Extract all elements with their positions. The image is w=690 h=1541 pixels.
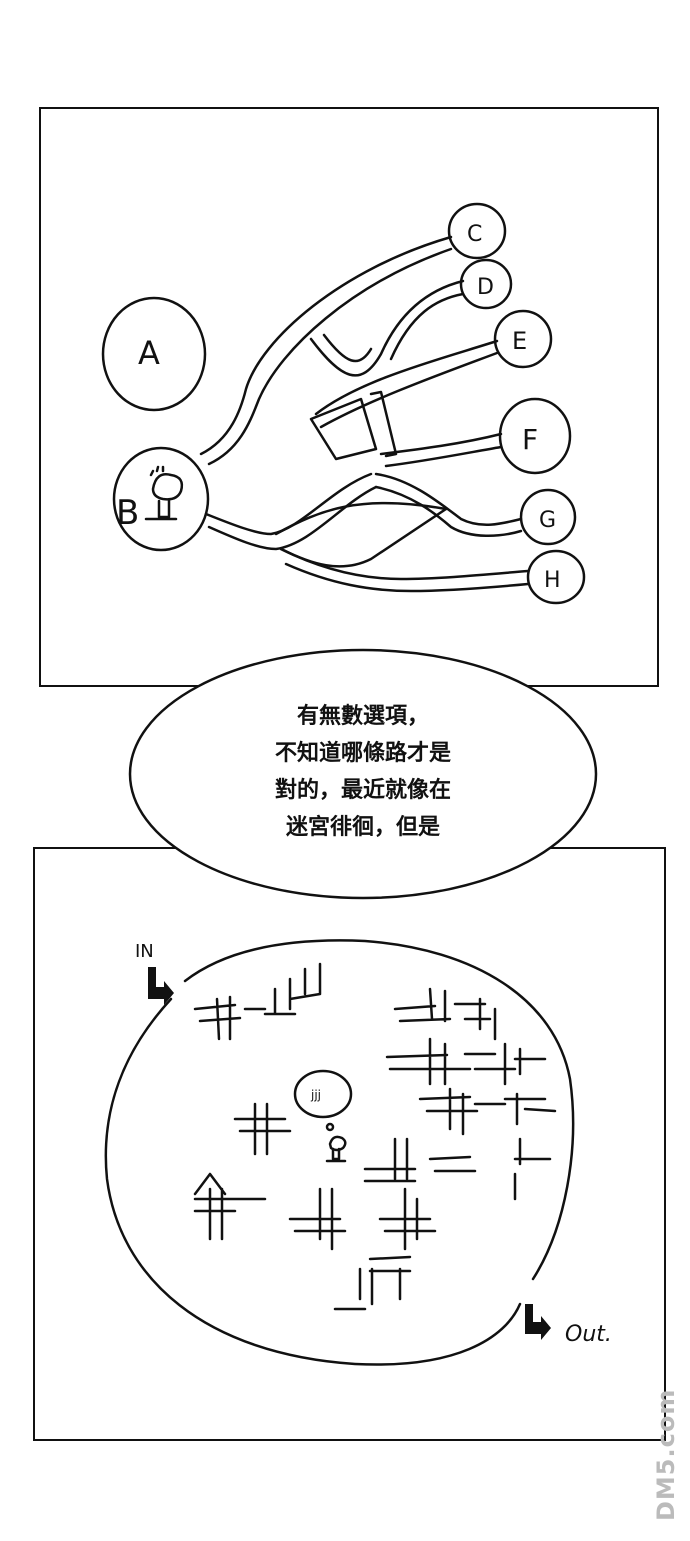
top-comic-panel: A B C D E F G H <box>39 107 659 687</box>
label-c: C <box>467 222 482 247</box>
entrance-arrow-icon <box>148 967 174 1005</box>
circle-d <box>459 258 513 310</box>
thought-dot <box>325 1122 335 1132</box>
speech-bubble <box>128 648 598 900</box>
bubble-line-4: 迷宮徘徊，但是 <box>285 815 440 840</box>
bubble-line-2: 不知道哪條路才是 <box>274 741 451 766</box>
entrance-label: IN <box>135 941 154 962</box>
maze-character-figure <box>325 1135 347 1163</box>
circle-b <box>112 446 210 552</box>
exit-label: Out. <box>565 1322 612 1347</box>
road-network <box>199 235 530 593</box>
label-d: D <box>477 275 494 300</box>
maze-walls <box>193 962 557 1311</box>
maze-boundary <box>104 939 575 1366</box>
label-a: A <box>138 334 160 372</box>
branching-paths-drawing: A B C D E F G H <box>101 202 586 605</box>
bubble-line-1: 有無數選項， <box>296 704 429 729</box>
exit-arrow-icon <box>525 1304 551 1340</box>
maze-drawing: IN Out. jjj <box>104 939 612 1366</box>
label-h: H <box>544 568 561 593</box>
bubble-line-3: 對的，最近就像在 <box>274 778 451 803</box>
circle-a <box>101 296 207 412</box>
thought-bubble <box>293 1069 353 1119</box>
label-b: B <box>116 493 139 533</box>
circle-e <box>493 309 553 369</box>
label-g: G <box>539 508 556 533</box>
character-figure <box>144 465 184 521</box>
circle-h <box>526 549 586 605</box>
thought-text: jjj <box>310 1088 321 1102</box>
label-f: F <box>522 423 538 456</box>
circle-c <box>447 202 507 260</box>
site-watermark: DM5.com <box>652 1371 682 1521</box>
circle-f <box>498 397 572 475</box>
label-e: E <box>512 327 527 355</box>
speech-bubble-text: 有無數選項， 不知道哪條路才是 對的，最近就像在 迷宮徘徊，但是 <box>128 698 598 846</box>
bottom-comic-panel: IN Out. jjj <box>33 847 666 1441</box>
circle-g <box>519 488 577 546</box>
watermark-text: DM5.com <box>652 1388 680 1521</box>
